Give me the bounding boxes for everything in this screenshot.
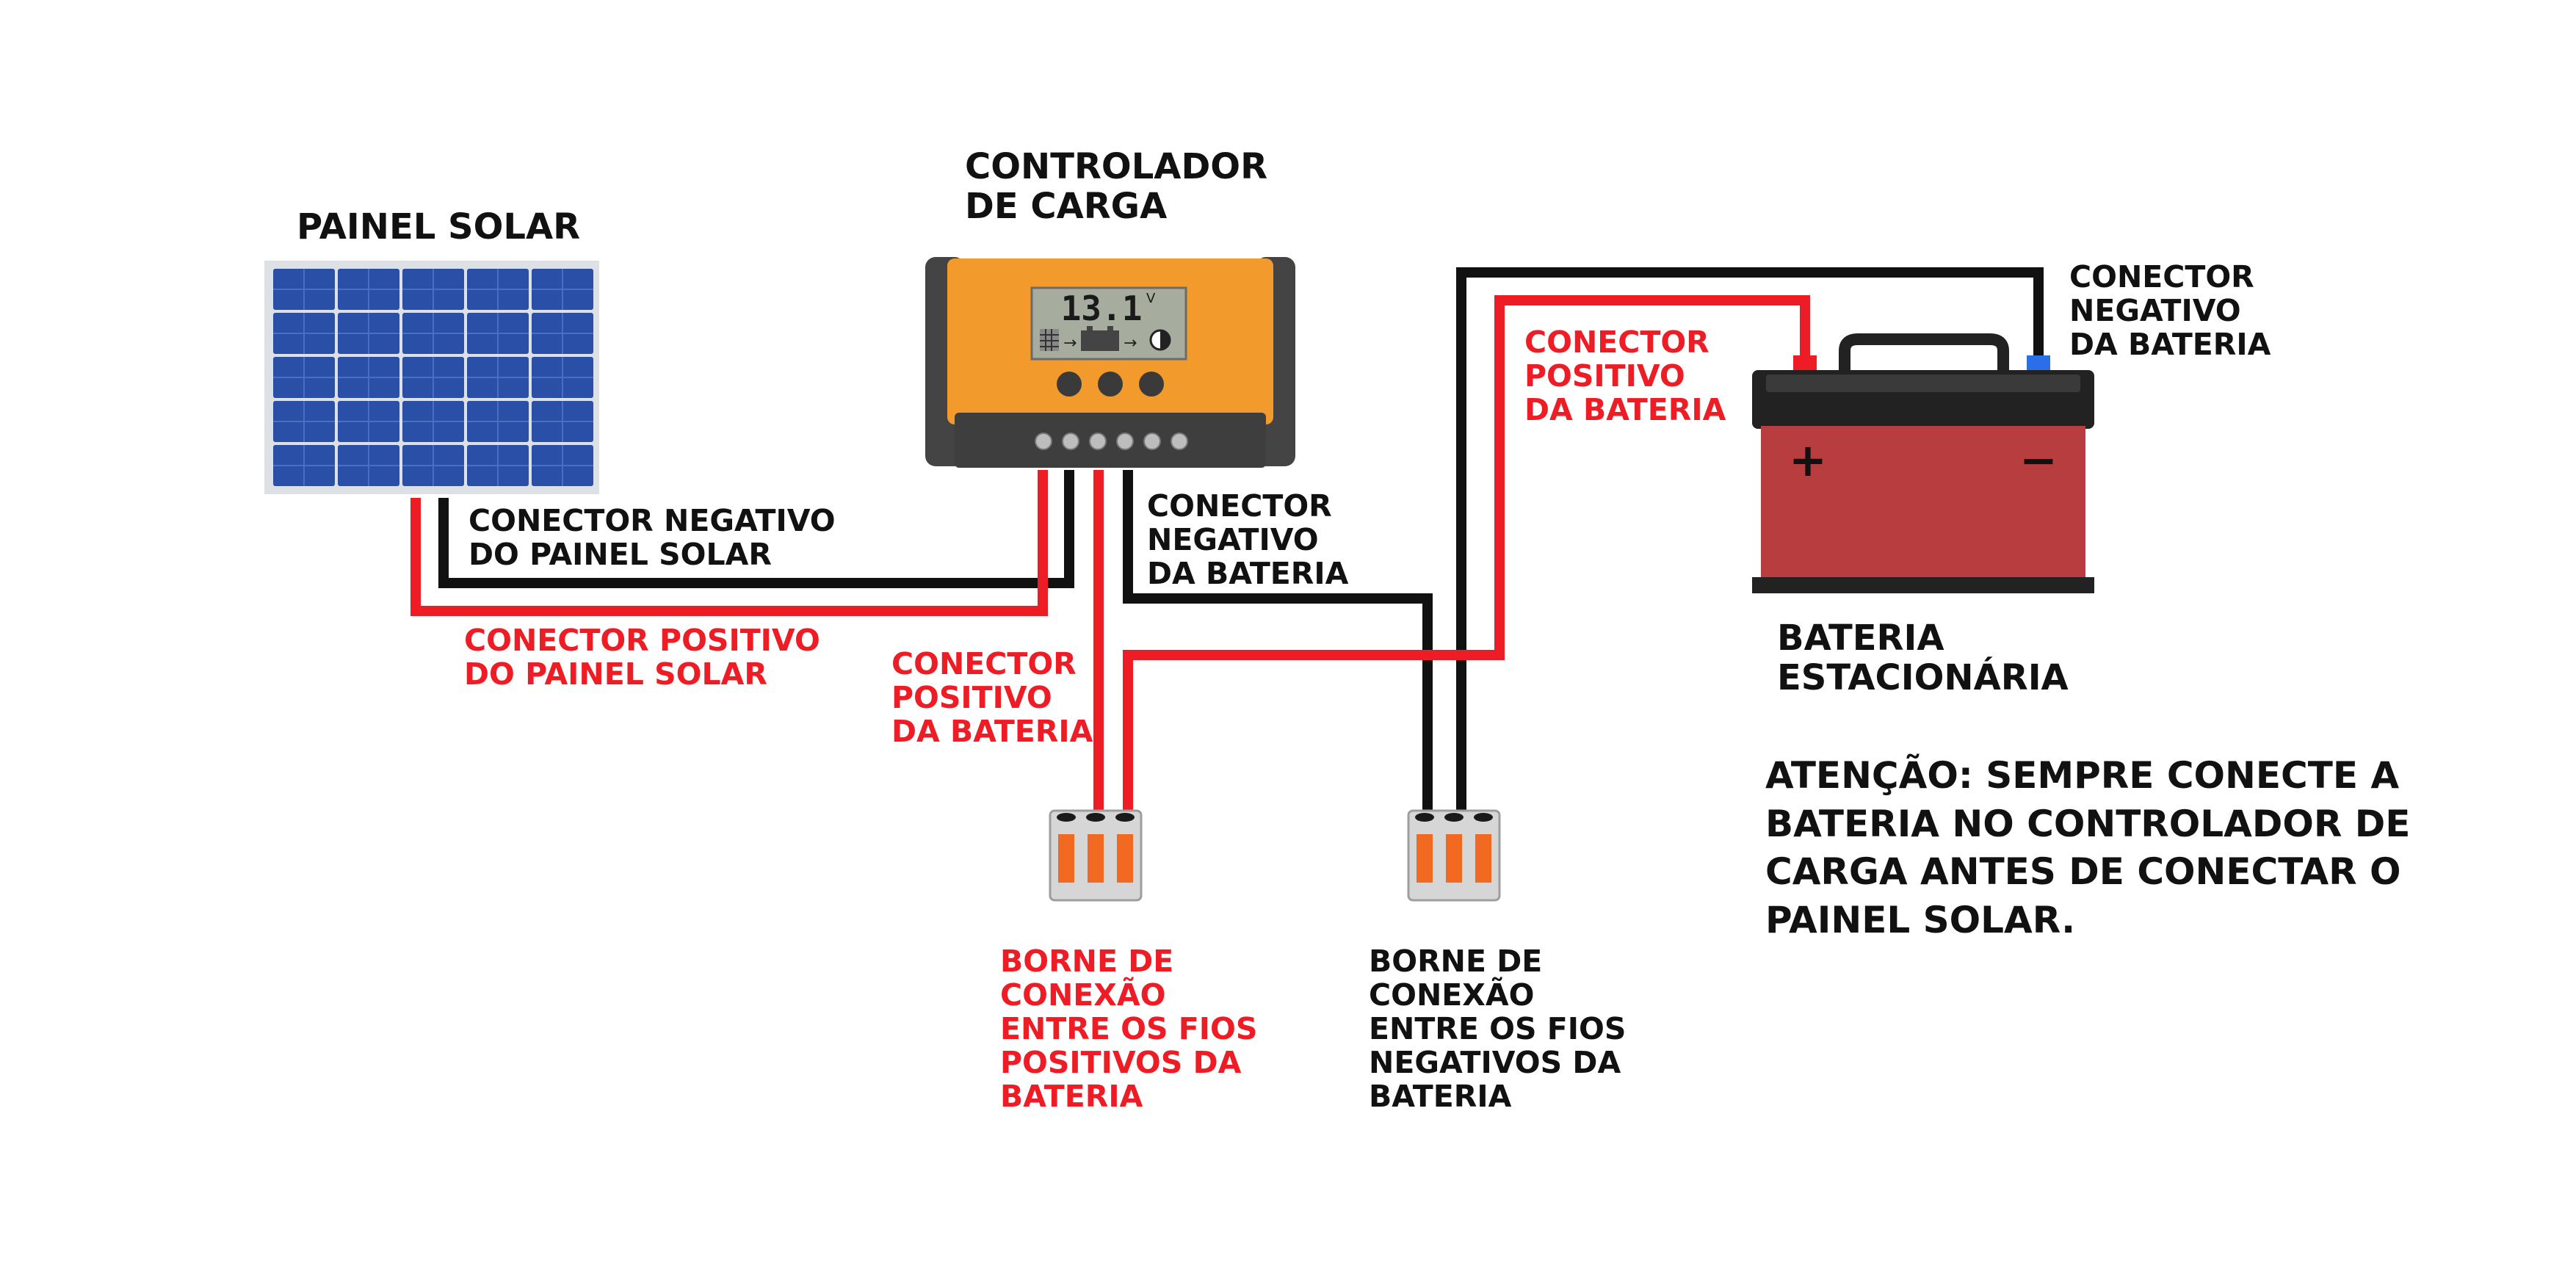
panel-negative-label-line-1: CONECTOR NEGATIVO xyxy=(468,503,836,538)
terminal-hole xyxy=(1444,813,1464,822)
terminal-screw xyxy=(1035,433,1052,450)
battery-positive-wire xyxy=(1123,295,1810,817)
battery-minus-symbol: − xyxy=(2019,433,2058,487)
positive-terminal-label-line-5: BATERIA xyxy=(1000,1078,1143,1114)
negative-terminal-label-line-2: CONEXÃO xyxy=(1369,977,1535,1013)
terminal-screw xyxy=(1089,433,1107,450)
negative-terminal-label-line-3: ENTRE OS FIOS xyxy=(1369,1010,1627,1046)
warning-text: ATENÇÃO: SEMPRE CONECTE A BATERIA NO CON… xyxy=(1765,752,2410,944)
battery-negative-label-line-3: DA BATERIA xyxy=(2069,326,2271,362)
positive-terminal-label-line-3: ENTRE OS FIOS xyxy=(1000,1010,1258,1046)
controller-terminal-screws xyxy=(1035,433,1188,450)
warning-line-1: ATENÇÃO: SEMPRE CONECTE A xyxy=(1765,754,2400,797)
controller-base xyxy=(955,413,1266,468)
battery-base xyxy=(1752,577,2094,593)
terminal-screw xyxy=(1062,433,1079,450)
terminal-screw xyxy=(1171,433,1188,450)
terminal-hole xyxy=(1115,813,1135,822)
wires xyxy=(410,267,2044,817)
panel-positive-label-line-1: CONECTOR POSITIVO xyxy=(464,623,820,658)
battery-negative-label-line-2: NEGATIVO xyxy=(2069,292,2241,328)
terminal-lever[interactable] xyxy=(1417,834,1433,883)
lcd-solar-icon xyxy=(1040,329,1059,351)
lcd-arrow-icon: → xyxy=(1063,334,1077,352)
positive-terminal-label-line-4: POSITIVOS DA xyxy=(1000,1044,1242,1080)
controller-title-line-2: DE CARGA xyxy=(965,185,1168,227)
terminal-lever[interactable] xyxy=(1446,834,1462,883)
battery-title-line-2: ESTACIONÁRIA xyxy=(1777,656,2069,698)
battery-positive-label-line-2: POSITIVO xyxy=(1524,358,1685,394)
controller-battery-positive-label: CONECTOR POSITIVO DA BATERIA xyxy=(891,646,1093,749)
battery-plus-symbol: + xyxy=(1789,433,1827,487)
lcd-battery-icon xyxy=(1081,326,1119,351)
controller-button-3[interactable] xyxy=(1139,372,1164,397)
battery: + − xyxy=(1752,333,2094,593)
terminal-screw xyxy=(1143,433,1161,450)
solar-panel-cells xyxy=(273,269,593,486)
terminal-hole xyxy=(1057,813,1076,822)
charge-controller: 13.1 V → → xyxy=(925,257,1295,468)
controller-lcd-value: 13.1 xyxy=(1061,289,1143,328)
battery-negative-label-line-1: CONECTOR xyxy=(2069,259,2254,294)
terminal-lever[interactable] xyxy=(1475,834,1491,883)
controller-battery-negative-label-line-3: DA BATERIA xyxy=(1147,555,1349,591)
terminal-lever[interactable] xyxy=(1058,834,1074,883)
terminal-lever[interactable] xyxy=(1117,834,1133,883)
controller-battery-negative-label-line-1: CONECTOR xyxy=(1147,488,1332,524)
negative-terminal-label-line-1: BORNE DE xyxy=(1369,944,1543,979)
controller-battery-negative-wire xyxy=(1123,470,1433,817)
controller-battery-positive-label-line-3: DA BATERIA xyxy=(891,713,1093,749)
controller-lcd-unit: V xyxy=(1146,291,1156,306)
battery-positive-label-line-1: CONECTOR xyxy=(1524,325,1710,360)
positive-terminal-label-line-1: BORNE DE xyxy=(1000,944,1174,979)
positive-terminal-block xyxy=(1049,809,1143,902)
controller-title: CONTROLADOR DE CARGA xyxy=(965,146,1268,227)
battery-negative-post xyxy=(2027,355,2050,372)
negative-terminal-label-line-5: BATERIA xyxy=(1369,1078,1512,1114)
controller-battery-positive-label-line-1: CONECTOR xyxy=(891,646,1077,681)
positive-terminal-label-line-2: CONEXÃO xyxy=(1000,977,1166,1013)
terminal-hole xyxy=(1474,813,1493,822)
battery-body xyxy=(1761,426,2085,579)
panel-positive-wire xyxy=(410,470,1048,616)
battery-handle xyxy=(1839,333,2009,374)
positive-terminal-label: BORNE DE CONEXÃO ENTRE OS FIOS POSITIVOS… xyxy=(1000,944,1258,1114)
controller-battery-positive-label-line-2: POSITIVO xyxy=(891,679,1052,715)
negative-terminal-block xyxy=(1407,809,1501,902)
terminal-hole xyxy=(1415,813,1434,822)
lcd-lamp-icon xyxy=(1149,329,1171,351)
panel-positive-label-line-2: DO PAINEL SOLAR xyxy=(464,656,767,692)
solar-panel xyxy=(264,261,599,494)
terminal-hole xyxy=(1086,813,1105,822)
controller-battery-negative-label: CONECTOR NEGATIVO DA BATERIA xyxy=(1147,488,1349,591)
controller-title-line-1: CONTROLADOR xyxy=(965,146,1268,187)
battery-positive-label: CONECTOR POSITIVO DA BATERIA xyxy=(1524,325,1726,427)
panel-positive-label: CONECTOR POSITIVO DO PAINEL SOLAR xyxy=(464,623,820,692)
battery-negative-label: CONECTOR NEGATIVO DA BATERIA xyxy=(2069,259,2271,362)
panel-negative-label: CONECTOR NEGATIVO DO PAINEL SOLAR xyxy=(468,504,836,572)
warning-line-2: BATERIA NO CONTROLADOR DE xyxy=(1765,802,2411,845)
terminal-lever[interactable] xyxy=(1088,834,1104,883)
panel-negative-label-line-2: DO PAINEL SOLAR xyxy=(468,536,772,572)
battery-negative-wire xyxy=(1456,267,2044,817)
battery-lid-top xyxy=(1766,374,2080,392)
lcd-arrow-icon-2: → xyxy=(1124,334,1137,352)
controller-button-2[interactable] xyxy=(1098,372,1123,397)
warning-line-3: CARGA ANTES DE CONECTAR O xyxy=(1765,850,2401,893)
negative-terminal-label-line-4: NEGATIVOS DA xyxy=(1369,1044,1621,1080)
battery-positive-label-line-3: DA BATERIA xyxy=(1524,391,1726,427)
panel-negative-wire xyxy=(438,470,1074,588)
negative-terminal-label: BORNE DE CONEXÃO ENTRE OS FIOS NEGATIVOS… xyxy=(1369,944,1627,1114)
panel-title: PAINEL SOLAR xyxy=(297,206,581,247)
panel-title-text: PAINEL SOLAR xyxy=(297,206,581,247)
warning-line-4: PAINEL SOLAR. xyxy=(1765,898,2076,941)
battery-positive-post xyxy=(1793,355,1817,372)
controller-button-1[interactable] xyxy=(1057,372,1082,397)
battery-title-line-1: BATERIA xyxy=(1777,618,1944,659)
battery-title: BATERIA ESTACIONÁRIA xyxy=(1777,618,2069,698)
terminal-screw xyxy=(1116,433,1134,450)
controller-battery-negative-label-line-2: NEGATIVO xyxy=(1147,521,1319,557)
